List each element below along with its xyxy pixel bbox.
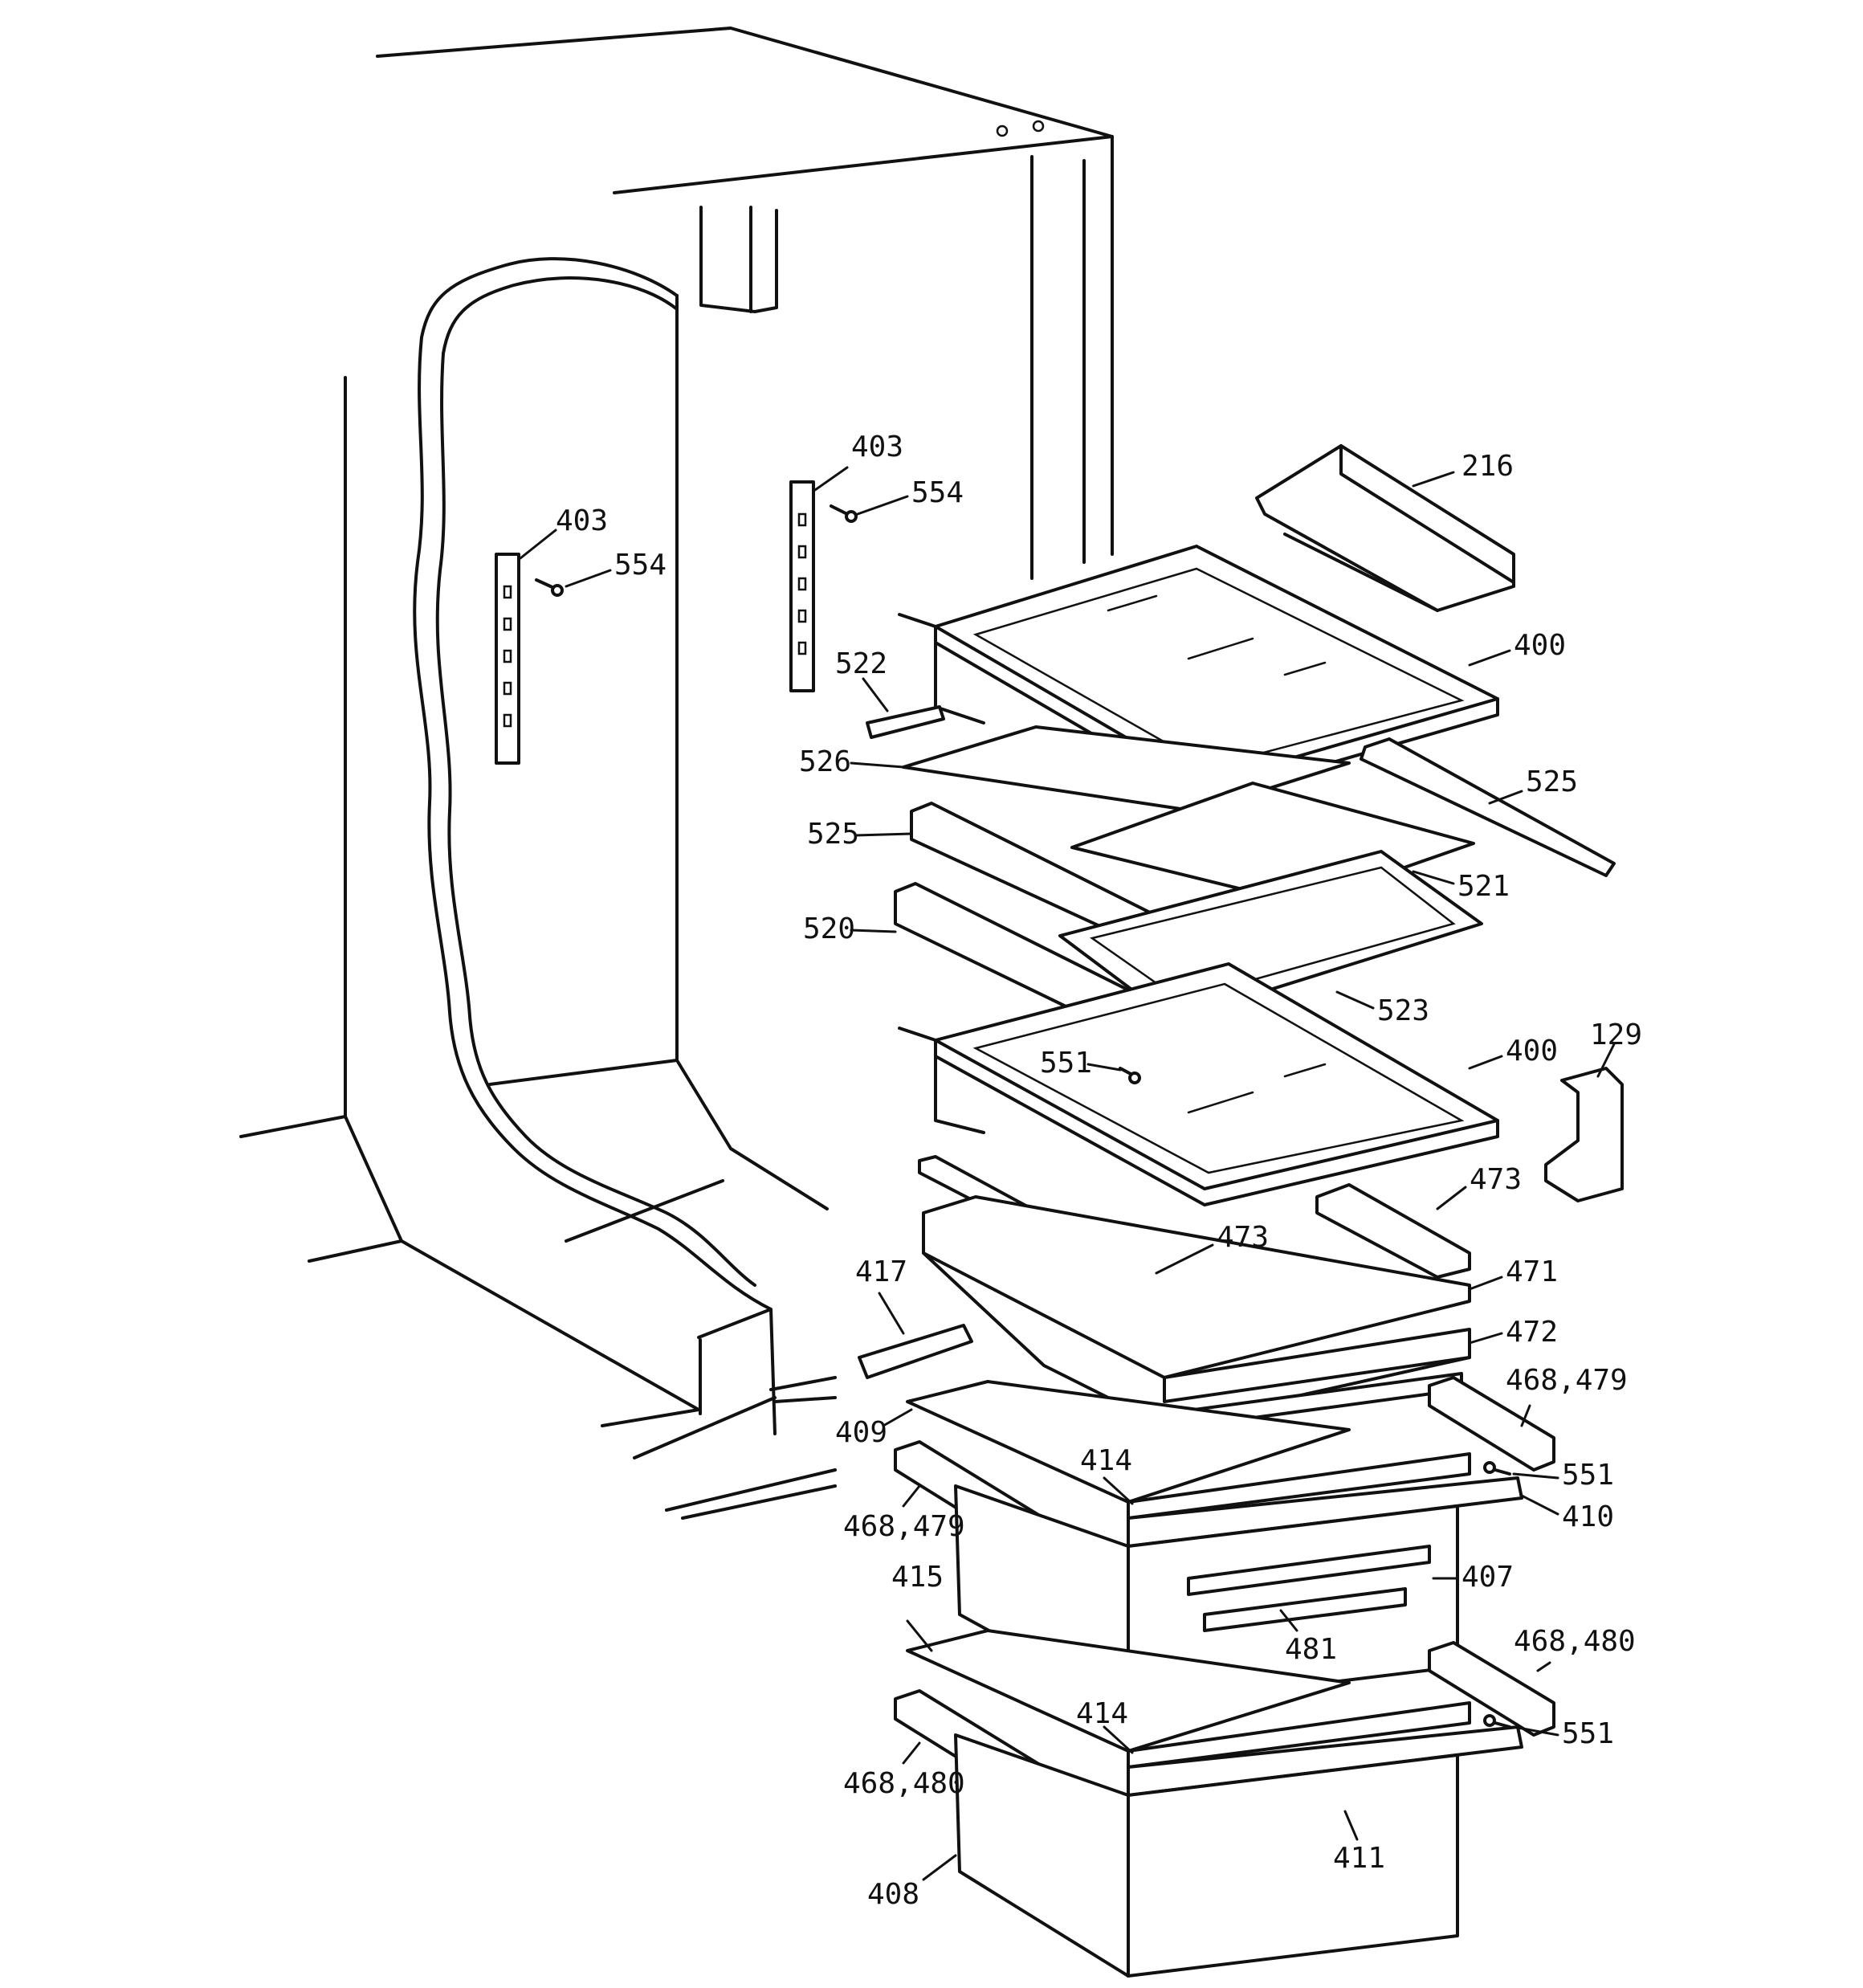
- shelf-rail-right: [789, 480, 815, 692]
- callout-468-479-right: 468,479: [1506, 1364, 1628, 1397]
- drawer-front-414-lower: [1127, 1701, 1471, 1769]
- callout-408: 408: [867, 1878, 919, 1911]
- callout-129: 129: [1590, 1018, 1642, 1051]
- glass-shelf-400-middle: [898, 962, 1499, 1206]
- shelf-rail-left: [495, 553, 520, 765]
- screw-551-middle: [1119, 1067, 1141, 1084]
- callout-400-middle: 400: [1506, 1035, 1558, 1067]
- callout-414-upper: 414: [1080, 1444, 1132, 1477]
- callout-523: 523: [1377, 994, 1429, 1027]
- callout-468-479-left: 468,479: [843, 1510, 965, 1543]
- pan-rail-473-right: [1315, 1183, 1471, 1279]
- callout-216: 216: [1461, 450, 1514, 483]
- callout-554-right: 554: [911, 476, 964, 509]
- screw-554-right: [830, 504, 858, 523]
- callout-417: 417: [855, 1255, 907, 1288]
- callout-526: 526: [799, 745, 851, 778]
- callout-471: 471: [1506, 1255, 1558, 1288]
- drawer-front-414-upper: [1127, 1452, 1471, 1520]
- callout-521: 521: [1457, 870, 1510, 903]
- callout-407: 407: [1461, 1561, 1514, 1594]
- drawer-handle-481: [1203, 1587, 1407, 1632]
- bracket-129: [1544, 1067, 1624, 1202]
- callout-525-left: 525: [807, 818, 859, 851]
- callout-473-right: 473: [1470, 1163, 1522, 1196]
- glass-cover-409: [906, 1380, 1351, 1504]
- callout-409: 409: [835, 1416, 887, 1449]
- callout-labels: 216 403 554 403 554 400 522 526 525 525 …: [556, 431, 1642, 1911]
- callout-415: 415: [891, 1561, 944, 1594]
- callout-554-left: 554: [614, 549, 667, 582]
- slide-rail-525-right: [1360, 737, 1616, 877]
- callout-468-480-right: 468,480: [1514, 1625, 1636, 1658]
- crisper-drawer-408: [954, 1733, 1459, 1978]
- screw-551-lower: [1483, 1714, 1511, 1729]
- callout-403-right: 403: [851, 431, 903, 463]
- callout-400-top: 400: [1514, 629, 1566, 662]
- callout-525-right: 525: [1526, 765, 1578, 798]
- callout-522: 522: [835, 647, 887, 680]
- cutaway-edge: [413, 257, 773, 1311]
- cabinet-outline: [239, 27, 1114, 1520]
- screw-554-left: [535, 578, 564, 597]
- glass-cover-415: [906, 1629, 1351, 1753]
- callout-520: 520: [803, 912, 855, 945]
- callout-403-left: 403: [556, 504, 608, 537]
- bracket-417: [858, 1324, 973, 1379]
- bracket-522: [866, 705, 945, 739]
- callout-551-upper: 551: [1562, 1459, 1614, 1492]
- slide-468-479-right: [1428, 1376, 1555, 1472]
- callout-481: 481: [1285, 1633, 1337, 1666]
- slide-468-480-right: [1428, 1641, 1555, 1737]
- callout-410: 410: [1562, 1500, 1614, 1533]
- drawer-front-410: [1127, 1476, 1523, 1548]
- callout-551-lower: 551: [1562, 1717, 1614, 1750]
- door-bin-216: [1255, 444, 1515, 612]
- callout-411: 411: [1333, 1842, 1385, 1875]
- callout-414-lower: 414: [1076, 1697, 1128, 1730]
- callout-468-480-left: 468,480: [843, 1767, 965, 1800]
- screw-551-upper: [1483, 1461, 1511, 1476]
- callout-473-left: 473: [1217, 1221, 1269, 1254]
- callout-551-middle: 551: [1040, 1047, 1092, 1080]
- callout-472: 472: [1506, 1316, 1558, 1349]
- leader-lines: [519, 466, 1616, 1881]
